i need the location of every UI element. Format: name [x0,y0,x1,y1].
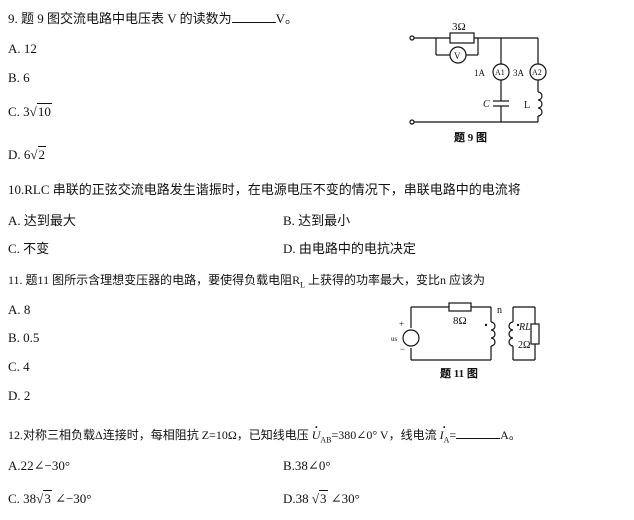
q9-option-d[interactable]: D. 6√2 [8,146,47,162]
svg-text:A1: A1 [495,68,505,77]
figure-caption: 题 11 图 [440,367,478,380]
q12-option-c[interactable]: C. 38√3 ∠−30° [8,490,92,506]
q11-circuit-diagram: + us − 8Ω n RL 2Ω 题 11 图 [391,302,540,380]
figure-caption: 题 9 图 [454,131,487,144]
answer-blank [456,426,501,439]
q9-option-c[interactable]: C. 3√10 [8,103,52,119]
q10-option-a[interactable]: A. 达到最大 [8,213,76,228]
svg-text:n: n [497,305,502,316]
q12-option-a[interactable]: A.22∠−30° [8,458,71,473]
q10-option-c[interactable]: C. 不变 [8,241,50,256]
q11-option-d[interactable]: D. 2 [8,388,31,403]
svg-text:8Ω: 8Ω [453,315,467,327]
resistor-label: 3Ω [452,21,466,33]
svg-text:C: C [483,99,490,110]
q11-stem: 11. 题11 图所示含理想变压器的电路，要使得负载电阻RL 上获得的功率最大，… [8,273,486,290]
q10-option-d[interactable]: D. 由电路中的电抗决定 [283,241,416,256]
answer-blank [231,10,276,23]
svg-text:1A: 1A [474,68,486,78]
q11-option-b[interactable]: B. 0.5 [8,330,40,345]
q10-option-b[interactable]: B. 达到最小 [283,213,351,228]
q11-option-a[interactable]: A. 8 [8,302,31,317]
svg-text:L: L [524,100,530,111]
q11-option-c[interactable]: C. 4 [8,359,30,374]
svg-text:us: us [391,335,398,343]
q12-stem: 12.对称三相负载Δ连接时，每相阻抗 Z=10Ω，已知线电压 UAB=380∠0… [8,426,521,448]
svg-text:A2: A2 [532,68,542,77]
voltmeter-label: V [454,51,461,61]
svg-text:2Ω: 2Ω [518,340,530,351]
svg-text:−: − [400,344,405,354]
svg-text:+: + [399,319,404,329]
q10-stem: 10.RLC 串联的正弦交流电路发生谐振时，在电源电压不变的情况下，串联电路中的… [8,182,521,197]
q12-option-b[interactable]: B.38∠0° [283,458,331,473]
q12-option-d[interactable]: D.38 √3 ∠30° [283,490,360,506]
q9-option-a[interactable]: A. 12 [8,41,37,56]
q9-option-b[interactable]: B. 6 [8,70,30,85]
svg-text:3A: 3A [513,68,525,78]
svg-text:RL: RL [518,322,531,333]
q9-circuit-diagram: 3Ω V 1A A1 3A A2 C L 题 9 图 [409,21,547,144]
